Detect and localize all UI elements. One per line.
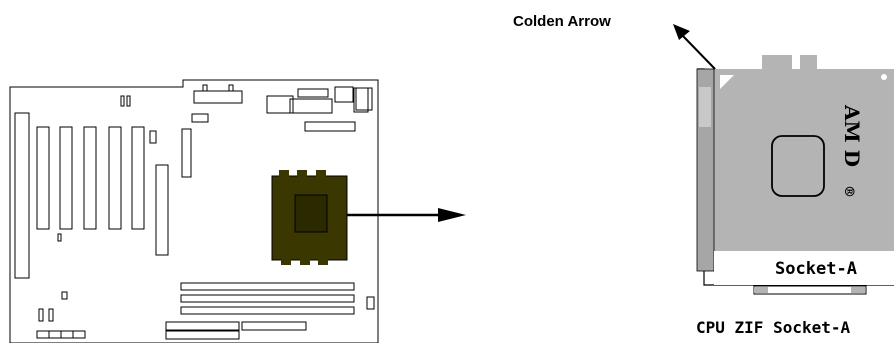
brand-label: AM D: [840, 104, 864, 167]
motherboard-outline: [9, 79, 379, 343]
rear-port: [334, 86, 354, 103]
pci-slot-2: [59, 126, 73, 230]
rear-port-pin: [228, 84, 234, 92]
orientation-dot: [881, 74, 887, 80]
socket-bottom-latch: [851, 287, 865, 293]
ide-connector: [165, 330, 240, 340]
socket-lever-highlight: [699, 87, 711, 127]
cpu-die: [771, 135, 825, 197]
socket-name: Socket-A: [775, 259, 857, 279]
pin1-marker: [720, 75, 734, 89]
rear-port: [289, 98, 333, 114]
dimm-slot-3: [180, 306, 355, 315]
pci-slot-1: [36, 126, 50, 230]
cpu-package: [714, 69, 894, 251]
board-chip: [304, 121, 356, 132]
registered-mark: ®: [841, 185, 856, 198]
golden-arrow-callout: Colden Arrow: [513, 13, 716, 70]
pci-slot-5: [131, 126, 145, 230]
header-connector: [181, 128, 192, 178]
socket-a-detail: AM D ® Socket-A CPU ZIF Socket-A: [696, 55, 894, 337]
pci-slot-3: [83, 126, 97, 230]
isa-slot-long: [14, 112, 30, 279]
socket-bottom-bar: [753, 285, 867, 295]
jumper: [61, 291, 68, 300]
golden-arrow-label: Colden Arrow: [513, 13, 611, 30]
rear-port: [266, 95, 294, 114]
rear-port-pin: [202, 84, 208, 92]
golden-arrow-head: [673, 24, 690, 40]
socket-bottom-latch: [754, 287, 768, 293]
golden-arrow-pointer: [682, 35, 716, 70]
floppy-connector: [241, 321, 307, 331]
dimm-slot-2: [180, 294, 355, 303]
rear-port: [297, 88, 329, 98]
agp-slot: [155, 164, 169, 256]
motherboard: [9, 79, 379, 343]
small-chip: [57, 233, 62, 242]
small-chip: [191, 113, 209, 123]
board-cpu-socket: [271, 170, 348, 265]
rear-port: [355, 87, 373, 111]
small-chip: [366, 296, 375, 310]
socket-label-panel: [714, 251, 894, 285]
rear-port: [193, 90, 243, 104]
dimm-slot-1: [180, 282, 355, 291]
jumper: [126, 95, 131, 107]
small-chip: [149, 130, 157, 144]
jumper: [48, 308, 54, 322]
pci-slot-4: [108, 126, 122, 230]
jumper: [120, 95, 125, 107]
socket-caption: CPU ZIF Socket-A: [696, 318, 850, 337]
pointer-arrow: [347, 208, 466, 222]
ide-connector: [165, 321, 240, 331]
jumper: [38, 308, 44, 322]
